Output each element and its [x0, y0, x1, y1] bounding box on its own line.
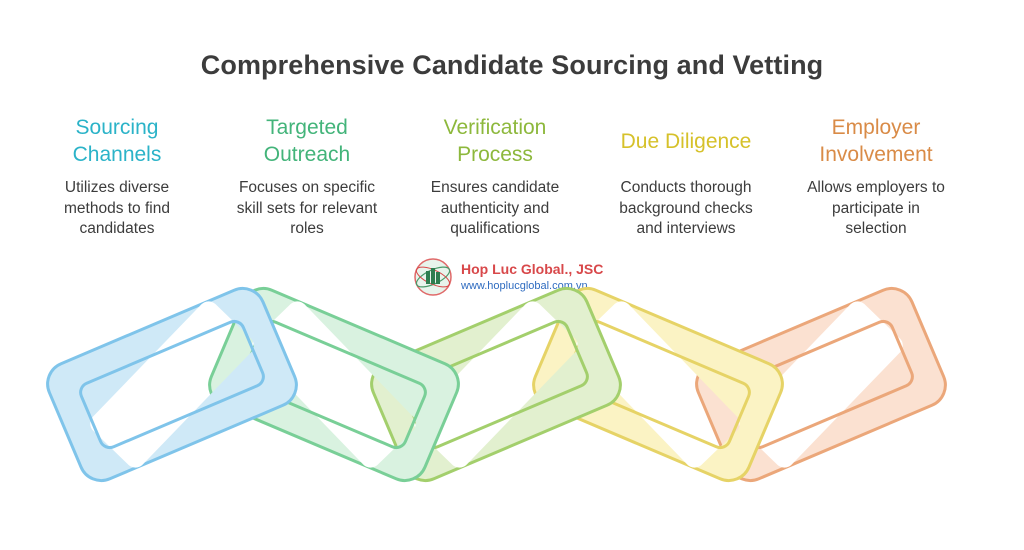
step-description: Focuses on specific skill sets for relev… [236, 179, 378, 237]
company-url: www.hoplucglobal.com.vn [461, 280, 588, 292]
step-description: Conducts thorough background checks and … [619, 179, 753, 237]
chain-link-sourcing-channels [46, 286, 298, 483]
page-title: Comprehensive Candidate Sourcing and Vet… [200, 50, 824, 80]
step-verification-process: Verification Process Ensures candidate a… [405, 112, 585, 240]
globe-logo-icon [414, 258, 452, 296]
step-title: Due Diligence [620, 129, 752, 153]
company-logo: Hop Luc Global., JSC www.hoplucglobal.co… [413, 256, 603, 298]
step-targeted-outreach: Targeted Outreach Focuses on specific sk… [217, 112, 397, 240]
step-description: Utilizes diverse methods to find candida… [64, 179, 170, 237]
step-description: Allows employers to participate in selec… [807, 179, 945, 237]
step-title: Sourcing Channels [72, 116, 162, 166]
step-sourcing-channels: Sourcing Channels Utilizes diverse metho… [27, 112, 207, 240]
step-title: Targeted Outreach [263, 116, 351, 166]
step-title: Employer Involvement [819, 116, 933, 166]
step-title: Verification Process [443, 116, 547, 166]
company-name: Hop Luc Global., JSC [461, 261, 604, 277]
step-due-diligence: Due Diligence Conducts thorough backgrou… [596, 112, 776, 240]
step-description: Ensures candidate authenticity and quali… [430, 179, 560, 237]
step-employer-involvement: Employer Involvement Allows employers to… [786, 112, 966, 240]
